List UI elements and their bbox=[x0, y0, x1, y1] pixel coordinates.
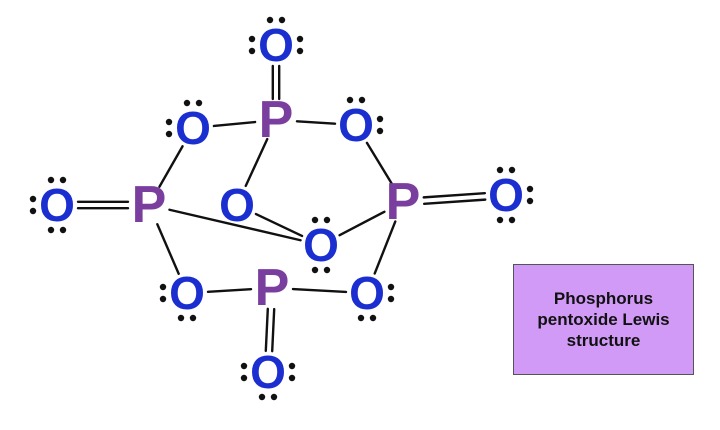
lone-pair-dot-o_top-up-0 bbox=[266, 16, 274, 24]
lone-pair-dot-o_top-right-1 bbox=[296, 47, 304, 55]
bonds-layer bbox=[76, 64, 487, 353]
phosphorus-atom-p3: P bbox=[386, 173, 421, 231]
lone-pair-dot-o_left-down-1 bbox=[59, 226, 67, 234]
bond-O_b5-P4 bbox=[206, 288, 253, 293]
oxygen-atom-o_right: O bbox=[488, 169, 524, 221]
lone-pair-dot-o_right-down-1 bbox=[508, 216, 516, 224]
lone-pair-dot-o_top-up-1 bbox=[278, 16, 286, 24]
bond-P3-O_right-double-0 bbox=[422, 192, 487, 199]
lone-pair-dot-o_bottom-right-1 bbox=[288, 374, 296, 382]
lone-pair-dot-o_b4-up-1 bbox=[323, 216, 331, 224]
caption-text: Phosphorus pentoxide Lewis structure bbox=[537, 289, 670, 350]
oxygen-atom-o_bottom: O bbox=[250, 346, 286, 398]
lone-pair-dot-o_left-up-1 bbox=[59, 176, 67, 184]
bond-P4-O_bottom-double-0 bbox=[270, 307, 276, 353]
lone-pair-dot-o_b1-left-1 bbox=[165, 130, 173, 138]
lone-pair-dot-o_bottom-right-0 bbox=[288, 362, 296, 370]
lone-pair-dot-o_b5-left-1 bbox=[159, 295, 167, 303]
bond-O_b1-P2 bbox=[158, 145, 184, 188]
bond-P4-O_b6 bbox=[291, 287, 348, 294]
oxygen-atom-o_b6: O bbox=[349, 267, 385, 319]
lone-pair-dot-o_left-down-0 bbox=[47, 226, 55, 234]
bond-P4-O_bottom-double-1 bbox=[264, 307, 270, 353]
lone-pair-dot-o_right-right-1 bbox=[526, 197, 534, 205]
bond-O_b1-P1 bbox=[212, 120, 257, 128]
lone-pair-dot-o_top-left-0 bbox=[248, 35, 256, 43]
lone-pair-dot-o_b5-left-0 bbox=[159, 283, 167, 291]
lone-pair-dot-o_bottom-left-1 bbox=[240, 374, 248, 382]
caption-box: Phosphorus pentoxide Lewis structure bbox=[513, 264, 694, 375]
lone-pair-dot-o_bottom-down-0 bbox=[258, 393, 266, 401]
lone-pair-dot-o_b2-up-0 bbox=[346, 96, 354, 104]
phosphorus-atom-p1: P bbox=[259, 91, 294, 149]
lone-pair-dot-o_b6-down-0 bbox=[357, 314, 365, 322]
bond-P3-O_right-double-1 bbox=[422, 198, 487, 205]
oxygen-atom-o_b3: O bbox=[219, 179, 255, 231]
lone-pair-dot-o_b2-right-1 bbox=[376, 127, 384, 135]
bond-P1-O_b2 bbox=[295, 120, 337, 125]
oxygen-atom-o_b5: O bbox=[169, 267, 205, 319]
lone-pair-dot-o_left-left-0 bbox=[29, 195, 37, 203]
lone-pair-dot-o_top-right-0 bbox=[296, 35, 304, 43]
oxygen-atom-o_left: O bbox=[39, 179, 75, 231]
bond-O_b2-P3 bbox=[365, 141, 394, 186]
phosphorus-atom-p4: P bbox=[255, 259, 290, 317]
oxygen-atom-o_top: O bbox=[258, 19, 294, 71]
lone-pair-dot-o_b4-up-0 bbox=[311, 216, 319, 224]
oxygen-atom-o_b1: O bbox=[175, 102, 211, 154]
lone-pair-dot-o_right-up-1 bbox=[508, 166, 516, 174]
lone-pair-dot-o_b6-right-0 bbox=[387, 283, 395, 291]
lone-pair-dot-o_b1-up-1 bbox=[195, 99, 203, 107]
lone-pairs-layer bbox=[29, 16, 534, 401]
lone-pair-dot-o_b1-up-0 bbox=[183, 99, 191, 107]
lone-pair-dot-o_right-down-0 bbox=[496, 216, 504, 224]
bond-P3-O_b4 bbox=[338, 210, 386, 237]
lone-pair-dot-o_b4-down-1 bbox=[323, 266, 331, 274]
lone-pair-dot-o_left-up-0 bbox=[47, 176, 55, 184]
lone-pair-dot-o_right-up-0 bbox=[496, 166, 504, 174]
lone-pair-dot-o_b2-up-1 bbox=[358, 96, 366, 104]
oxygen-atom-o_b4: O bbox=[303, 219, 339, 271]
bond-O_b3-O_b4 bbox=[254, 212, 304, 238]
lone-pair-dot-o_b1-left-0 bbox=[165, 118, 173, 126]
bond-P3-O_b6 bbox=[373, 220, 397, 275]
bond-P2-O_b5 bbox=[156, 223, 180, 275]
lone-pair-dot-o_left-left-1 bbox=[29, 207, 37, 215]
lone-pair-dot-o_b4-down-0 bbox=[311, 266, 319, 274]
lone-pair-dot-o_top-left-1 bbox=[248, 47, 256, 55]
bond-P1-O_b3 bbox=[244, 137, 269, 188]
lone-pair-dot-o_bottom-down-1 bbox=[270, 393, 278, 401]
lone-pair-dot-o_b2-right-0 bbox=[376, 115, 384, 123]
lone-pair-dot-o_b5-down-0 bbox=[177, 314, 185, 322]
lone-pair-dot-o_bottom-left-0 bbox=[240, 362, 248, 370]
lone-pair-dot-o_b5-down-1 bbox=[189, 314, 197, 322]
oxygen-atom-o_b2: O bbox=[338, 99, 374, 151]
bond-P2-O_b4 bbox=[168, 208, 302, 242]
lone-pair-dot-o_right-right-0 bbox=[526, 185, 534, 193]
lone-pair-dot-o_b6-down-1 bbox=[369, 314, 377, 322]
lone-pair-dot-o_b6-right-1 bbox=[387, 295, 395, 303]
phosphorus-atom-p2: P bbox=[132, 176, 167, 234]
